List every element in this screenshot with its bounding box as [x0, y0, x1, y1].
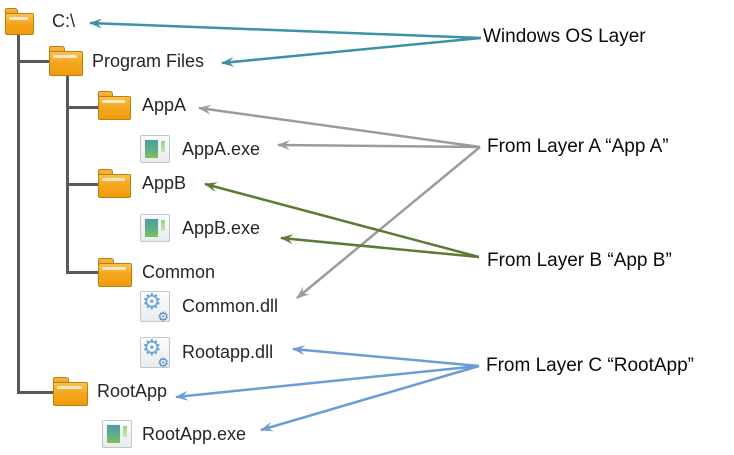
tree-item-common: Common: [98, 258, 215, 287]
annotation-windows-os-layer: Windows OS Layer: [483, 26, 646, 47]
tree-item-label: AppA: [142, 95, 187, 115]
annotation-arrow: [292, 345, 480, 368]
folder-icon: [98, 258, 132, 287]
tree-item-label: Program Files: [92, 50, 205, 71]
exe-file-icon: [140, 214, 170, 242]
dll-file-icon: ⚙⚙: [140, 336, 170, 371]
tree-item-label: RootApp.exe: [142, 423, 247, 444]
tree-item-label: Rootapp.dll: [182, 342, 274, 362]
annotation-arrow: [280, 234, 480, 259]
tree-connector-line: [66, 76, 69, 274]
annotation-from-layer-b: From Layer B “App B”: [487, 250, 672, 271]
tree-connector-line: [66, 271, 99, 274]
folder-icon: [98, 169, 131, 198]
tree-item-appa-exe: AppA.exe: [140, 135, 260, 163]
annotation-arrow: [175, 364, 480, 401]
tree-item-label: AppB: [142, 173, 187, 193]
tree-item-label: AppA.exe: [182, 138, 261, 159]
tree-connector-line: [66, 106, 99, 109]
annotation-arrow: [296, 146, 481, 299]
tree-item-label: Common.dll: [182, 296, 279, 316]
annotation-arrow: [221, 36, 482, 67]
folder-icon: [49, 46, 83, 76]
tree-connector-line: [17, 60, 51, 63]
exe-file-icon: [102, 420, 132, 448]
tree-item-label: RootApp: [97, 381, 168, 401]
folder-icon: [98, 91, 131, 120]
tree-item-appb: AppB: [98, 169, 186, 198]
annotation-from-layer-c: From Layer C “RootApp”: [486, 355, 695, 376]
annotation-from-layer-a: From Layer A “App A”: [487, 136, 669, 157]
tree-item-label: Common: [142, 262, 216, 282]
exe-file-icon: [140, 135, 170, 163]
tree-connector-line: [17, 35, 20, 394]
tree-item-common-dll: ⚙⚙ Common.dll: [140, 290, 279, 325]
tree-item-appa: AppA: [98, 91, 186, 120]
annotation-arrow: [89, 18, 482, 40]
annotation-arrow: [277, 140, 481, 151]
tree-item-label: C:\: [52, 11, 76, 31]
folder-icon: [5, 8, 34, 35]
tree-item-c-drive: C:\: [5, 8, 75, 35]
tree-connector-line: [17, 391, 55, 394]
tree-item-rootapp: RootApp: [53, 377, 167, 406]
folder-icon: [53, 377, 88, 406]
annotation-arrow: [260, 364, 480, 432]
dll-file-icon: ⚙⚙: [140, 290, 170, 325]
tree-item-label: AppB.exe: [182, 217, 261, 238]
tree-item-rootapp-exe: RootApp.exe: [102, 420, 246, 448]
tree-item-program-files: Program Files: [49, 46, 204, 76]
tree-item-rootapp-dll: ⚙⚙ Rootapp.dll: [140, 336, 274, 371]
tree-connector-line: [66, 183, 99, 186]
tree-item-appb-exe: AppB.exe: [140, 214, 260, 242]
